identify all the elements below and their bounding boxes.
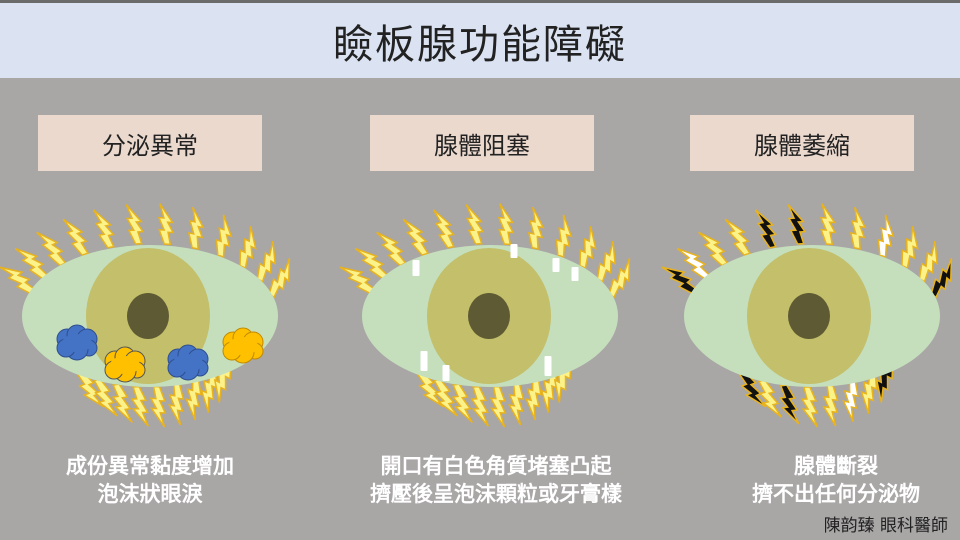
lightning-bolt-icon — [149, 385, 167, 428]
lightning-bolt-icon — [930, 258, 953, 299]
lightning-bolt-icon — [787, 204, 807, 245]
lightning-bolt-icon — [465, 204, 485, 245]
lightning-bolt-icon — [402, 218, 430, 256]
desc-abnormal-secretion: 成份異常黏度增加 泡沫狀眼淚 — [0, 452, 310, 508]
lightning-bolt-icon — [757, 379, 782, 418]
lightning-bolt-icon — [76, 371, 105, 408]
label-abnormal-secretion: 分泌異常 — [38, 115, 262, 171]
keratin-plug — [420, 351, 428, 371]
desc-line: 擠壓後呈泡沫顆粒或牙膏樣 — [370, 482, 622, 506]
label-gland-atrophy: 腺體萎縮 — [690, 115, 914, 171]
lightning-bolt-icon — [239, 226, 257, 270]
lightning-bolt-icon — [489, 385, 507, 428]
cloud-core — [110, 356, 140, 374]
signature: 陳韵臻 眼科醫師 — [823, 516, 948, 536]
lightning-bolt-icon — [157, 203, 175, 246]
lightning-bolt-icon — [92, 209, 115, 249]
lightning-bolt-icon — [451, 383, 473, 424]
lightning-bolt-icon — [14, 247, 49, 280]
lightning-bolt-icon — [724, 218, 752, 256]
keratin-plug — [544, 356, 552, 376]
keratin-plug — [510, 244, 518, 258]
lightning-bolt-icon — [470, 385, 489, 427]
lightning-bolt-icon — [800, 386, 819, 428]
lightning-bolt-icon — [268, 258, 291, 299]
lightning-bolt-icon — [901, 226, 919, 270]
keratin-plug — [571, 267, 579, 281]
lightning-bolt-icon — [608, 258, 631, 299]
lightning-bolt-icon — [822, 384, 839, 427]
lightning-bolt-icon — [596, 240, 617, 283]
page-title: 瞼板腺功能障礙 — [333, 21, 627, 68]
lightning-bolt-icon — [130, 385, 149, 427]
lightning-bolt-icon — [842, 378, 859, 423]
lightning-bolt-icon — [676, 247, 711, 280]
lightning-bolt-icon — [698, 231, 729, 267]
lightning-bolt-icon — [215, 214, 233, 258]
lightning-bolt-icon — [754, 209, 777, 249]
lightning-bolt-icon — [540, 369, 558, 413]
lightning-bolt-icon — [877, 214, 895, 258]
lightning-bolt-icon — [524, 377, 542, 421]
lightning-bolt-icon — [62, 218, 90, 256]
lightning-bolt-icon — [661, 266, 699, 295]
lightning-bolt-icon — [339, 266, 377, 295]
desc-line: 擠不出任何分泌物 — [752, 482, 920, 506]
lightning-bolt-icon — [579, 226, 597, 270]
keratin-plug — [442, 365, 450, 381]
keratin-plug — [412, 260, 420, 276]
lightning-bolt-icon — [849, 206, 867, 250]
lightning-bolt-icon — [0, 266, 37, 295]
lightning-bolt-icon — [187, 206, 205, 250]
lightning-bolt-icon — [111, 383, 133, 424]
lightning-bolt-icon — [125, 204, 145, 245]
lightning-bolt-icon — [36, 231, 67, 267]
label-gland-obstruction: 腺體阻塞 — [370, 115, 594, 171]
desc-line: 開口有白色角質堵塞凸起 — [380, 454, 612, 478]
lightning-bolt-icon — [354, 247, 389, 280]
keratin-plug — [552, 258, 560, 272]
lightning-bolt-icon — [819, 203, 837, 246]
lightning-bolt-icon — [432, 209, 455, 249]
lightning-bolt-icon — [778, 384, 800, 425]
lightning-bolt-icon — [184, 377, 202, 421]
lightning-bolt-icon — [93, 378, 118, 417]
pupil — [468, 293, 510, 339]
lightning-bolt-icon — [416, 371, 445, 408]
lightning-bolt-icon — [918, 240, 939, 283]
oil-cloud-icon — [56, 324, 98, 361]
lightning-bolt-icon — [738, 371, 767, 408]
lightning-bolt-icon — [256, 240, 277, 283]
desc-line: 腺體斷裂 — [794, 454, 878, 478]
lightning-bolt-icon — [507, 382, 525, 426]
pupil — [788, 293, 830, 339]
lightning-bolt-icon — [200, 369, 218, 413]
desc-line: 泡沫狀眼淚 — [97, 482, 203, 506]
cloud-core — [173, 354, 203, 372]
lightning-bolt-icon — [376, 231, 407, 267]
desc-line: 成份異常黏度增加 — [66, 454, 234, 478]
lightning-bolt-icon — [555, 214, 573, 258]
lightning-bolt-icon — [433, 378, 458, 417]
pupil — [127, 293, 169, 339]
desc-gland-obstruction: 開口有白色角質堵塞凸起 擠壓後呈泡沫顆粒或牙膏樣 — [336, 452, 656, 508]
lightning-bolt-icon — [167, 382, 185, 426]
cloud-core — [228, 337, 258, 355]
lightning-bolt-icon — [860, 370, 878, 414]
cloud-core — [62, 334, 92, 352]
oil-cloud-icon — [222, 327, 264, 364]
lightning-bolt-icon — [527, 206, 545, 250]
lightning-bolt-icon — [497, 203, 515, 246]
desc-gland-atrophy: 腺體斷裂 擠不出任何分泌物 — [676, 452, 960, 508]
title-bar: 瞼板腺功能障礙 — [0, 3, 960, 78]
oil-cloud-icon — [104, 346, 146, 383]
top-border — [0, 0, 960, 3]
oil-cloud-icon — [167, 344, 209, 381]
